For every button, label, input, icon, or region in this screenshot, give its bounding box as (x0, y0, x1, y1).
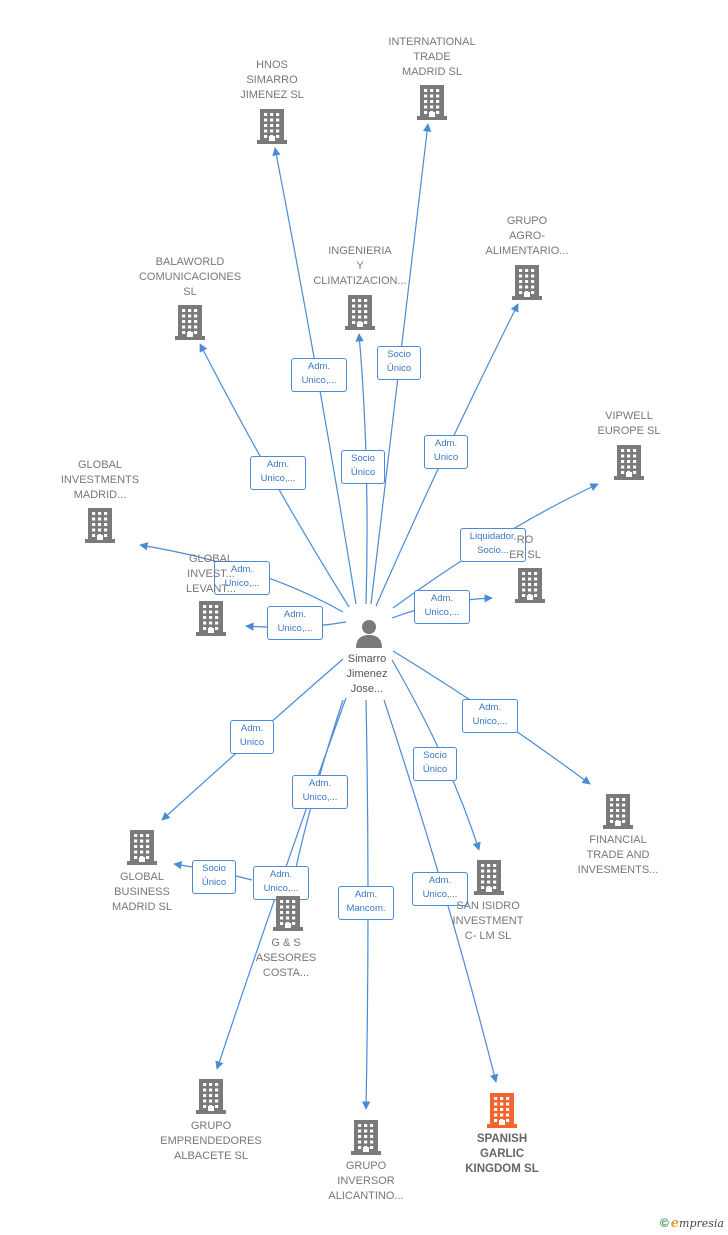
company-label-sgk[interactable]: SPANISH GARLIC KINGDOM SL (465, 1133, 539, 1175)
company-label-gim[interactable]: GLOBAL INVESTMENTS MADRID... (60, 459, 140, 501)
edge-label-sanisidro[interactable]: Socio Único (413, 747, 457, 781)
building-icon[interactable] (472, 859, 506, 900)
edge-label-ingenieria[interactable]: Socio Único (341, 450, 385, 484)
building-icon[interactable] (513, 567, 547, 608)
edge-label-hnos[interactable]: Adm. Unico,... (291, 358, 347, 392)
building-icon[interactable] (485, 1092, 519, 1133)
company-label-gea[interactable]: GRUPO EMPRENDEDORES ALBACETE SL (160, 1120, 262, 1162)
brand-logo: empresia (670, 1216, 724, 1231)
company-label-gia[interactable]: GRUPO INVERSOR ALICANTINO... (328, 1160, 404, 1202)
edge-label-ro[interactable]: Adm. Unico,... (414, 590, 470, 624)
footer-brand: ©empresia (660, 1216, 724, 1231)
person-name-label[interactable]: Simarro Jimenez Jose... (346, 653, 388, 695)
edge-label-itm[interactable]: Socio Único (377, 346, 421, 380)
building-icon[interactable] (601, 793, 635, 834)
copyright-symbol: © (659, 1216, 669, 1230)
company-label-vipwell[interactable]: VIPWELL EUROPE SL (597, 410, 661, 437)
person-icon[interactable] (353, 617, 385, 654)
edge-label-gs[interactable]: Socio Único (192, 860, 236, 894)
edge-label-vipwell[interactable]: Liquidador, Socio... (460, 528, 526, 562)
edge-label-gbm[interactable]: Adm. Unico (230, 720, 274, 754)
building-icon[interactable] (510, 264, 544, 305)
building-icon[interactable] (83, 507, 117, 548)
company-label-ftai[interactable]: FINANCIAL TRADE AND INVESMENTS... (577, 834, 659, 876)
company-label-grupoagro[interactable]: GRUPO AGRO- ALIMENTARIO... (485, 215, 569, 257)
edge-label-gs[interactable]: Adm. Unico,... (253, 866, 309, 900)
company-label-balaworld[interactable]: BALAWORLD COMUNICACIONES SL (138, 256, 242, 298)
building-icon[interactable] (612, 444, 646, 485)
building-icon[interactable] (125, 829, 159, 870)
building-icon[interactable] (173, 304, 207, 345)
edge-label-gia[interactable]: Adm. Mancom. (338, 886, 394, 920)
company-label-ro[interactable]: RO ER SL (509, 534, 541, 561)
company-label-sanisidro[interactable]: SAN ISIDRO INVESTMENT C- LM SL (452, 900, 524, 942)
edge-label-gea[interactable]: Adm. Unico,... (292, 775, 348, 809)
edge-label-ftai[interactable]: Adm. Unico,... (462, 699, 518, 733)
company-label-gs[interactable]: G & S ASESORES COSTA... (255, 937, 317, 979)
building-icon[interactable] (343, 294, 377, 335)
company-label-ingenieria[interactable]: INGENIERIA Y CLIMATIZACION... (313, 245, 407, 287)
edge-label-balaworld[interactable]: Adm. Unico,... (250, 456, 306, 490)
company-label-gbm[interactable]: GLOBAL BUSINESS MADRID SL (112, 871, 172, 913)
edge-label-sgk[interactable]: Adm. Unico,... (412, 872, 468, 906)
edge-label-gim[interactable]: Adm. Unico,... (214, 561, 270, 595)
edge-label-grupoagro[interactable]: Adm. Unico (424, 435, 468, 469)
building-icon[interactable] (271, 895, 305, 936)
building-icon[interactable] (194, 1078, 228, 1119)
company-label-hnos[interactable]: HNOS SIMARRO JIMENEZ SL (240, 59, 304, 101)
building-icon[interactable] (415, 84, 449, 125)
building-icon[interactable] (349, 1119, 383, 1160)
company-label-gil[interactable]: GLOBAL INVEST... LEVANT... (186, 553, 236, 595)
building-icon[interactable] (255, 108, 289, 149)
edge-label-gil[interactable]: Adm. Unico,... (267, 606, 323, 640)
company-label-itm[interactable]: INTERNATIONAL TRADE MADRID SL (388, 36, 476, 78)
building-icon[interactable] (194, 600, 228, 641)
